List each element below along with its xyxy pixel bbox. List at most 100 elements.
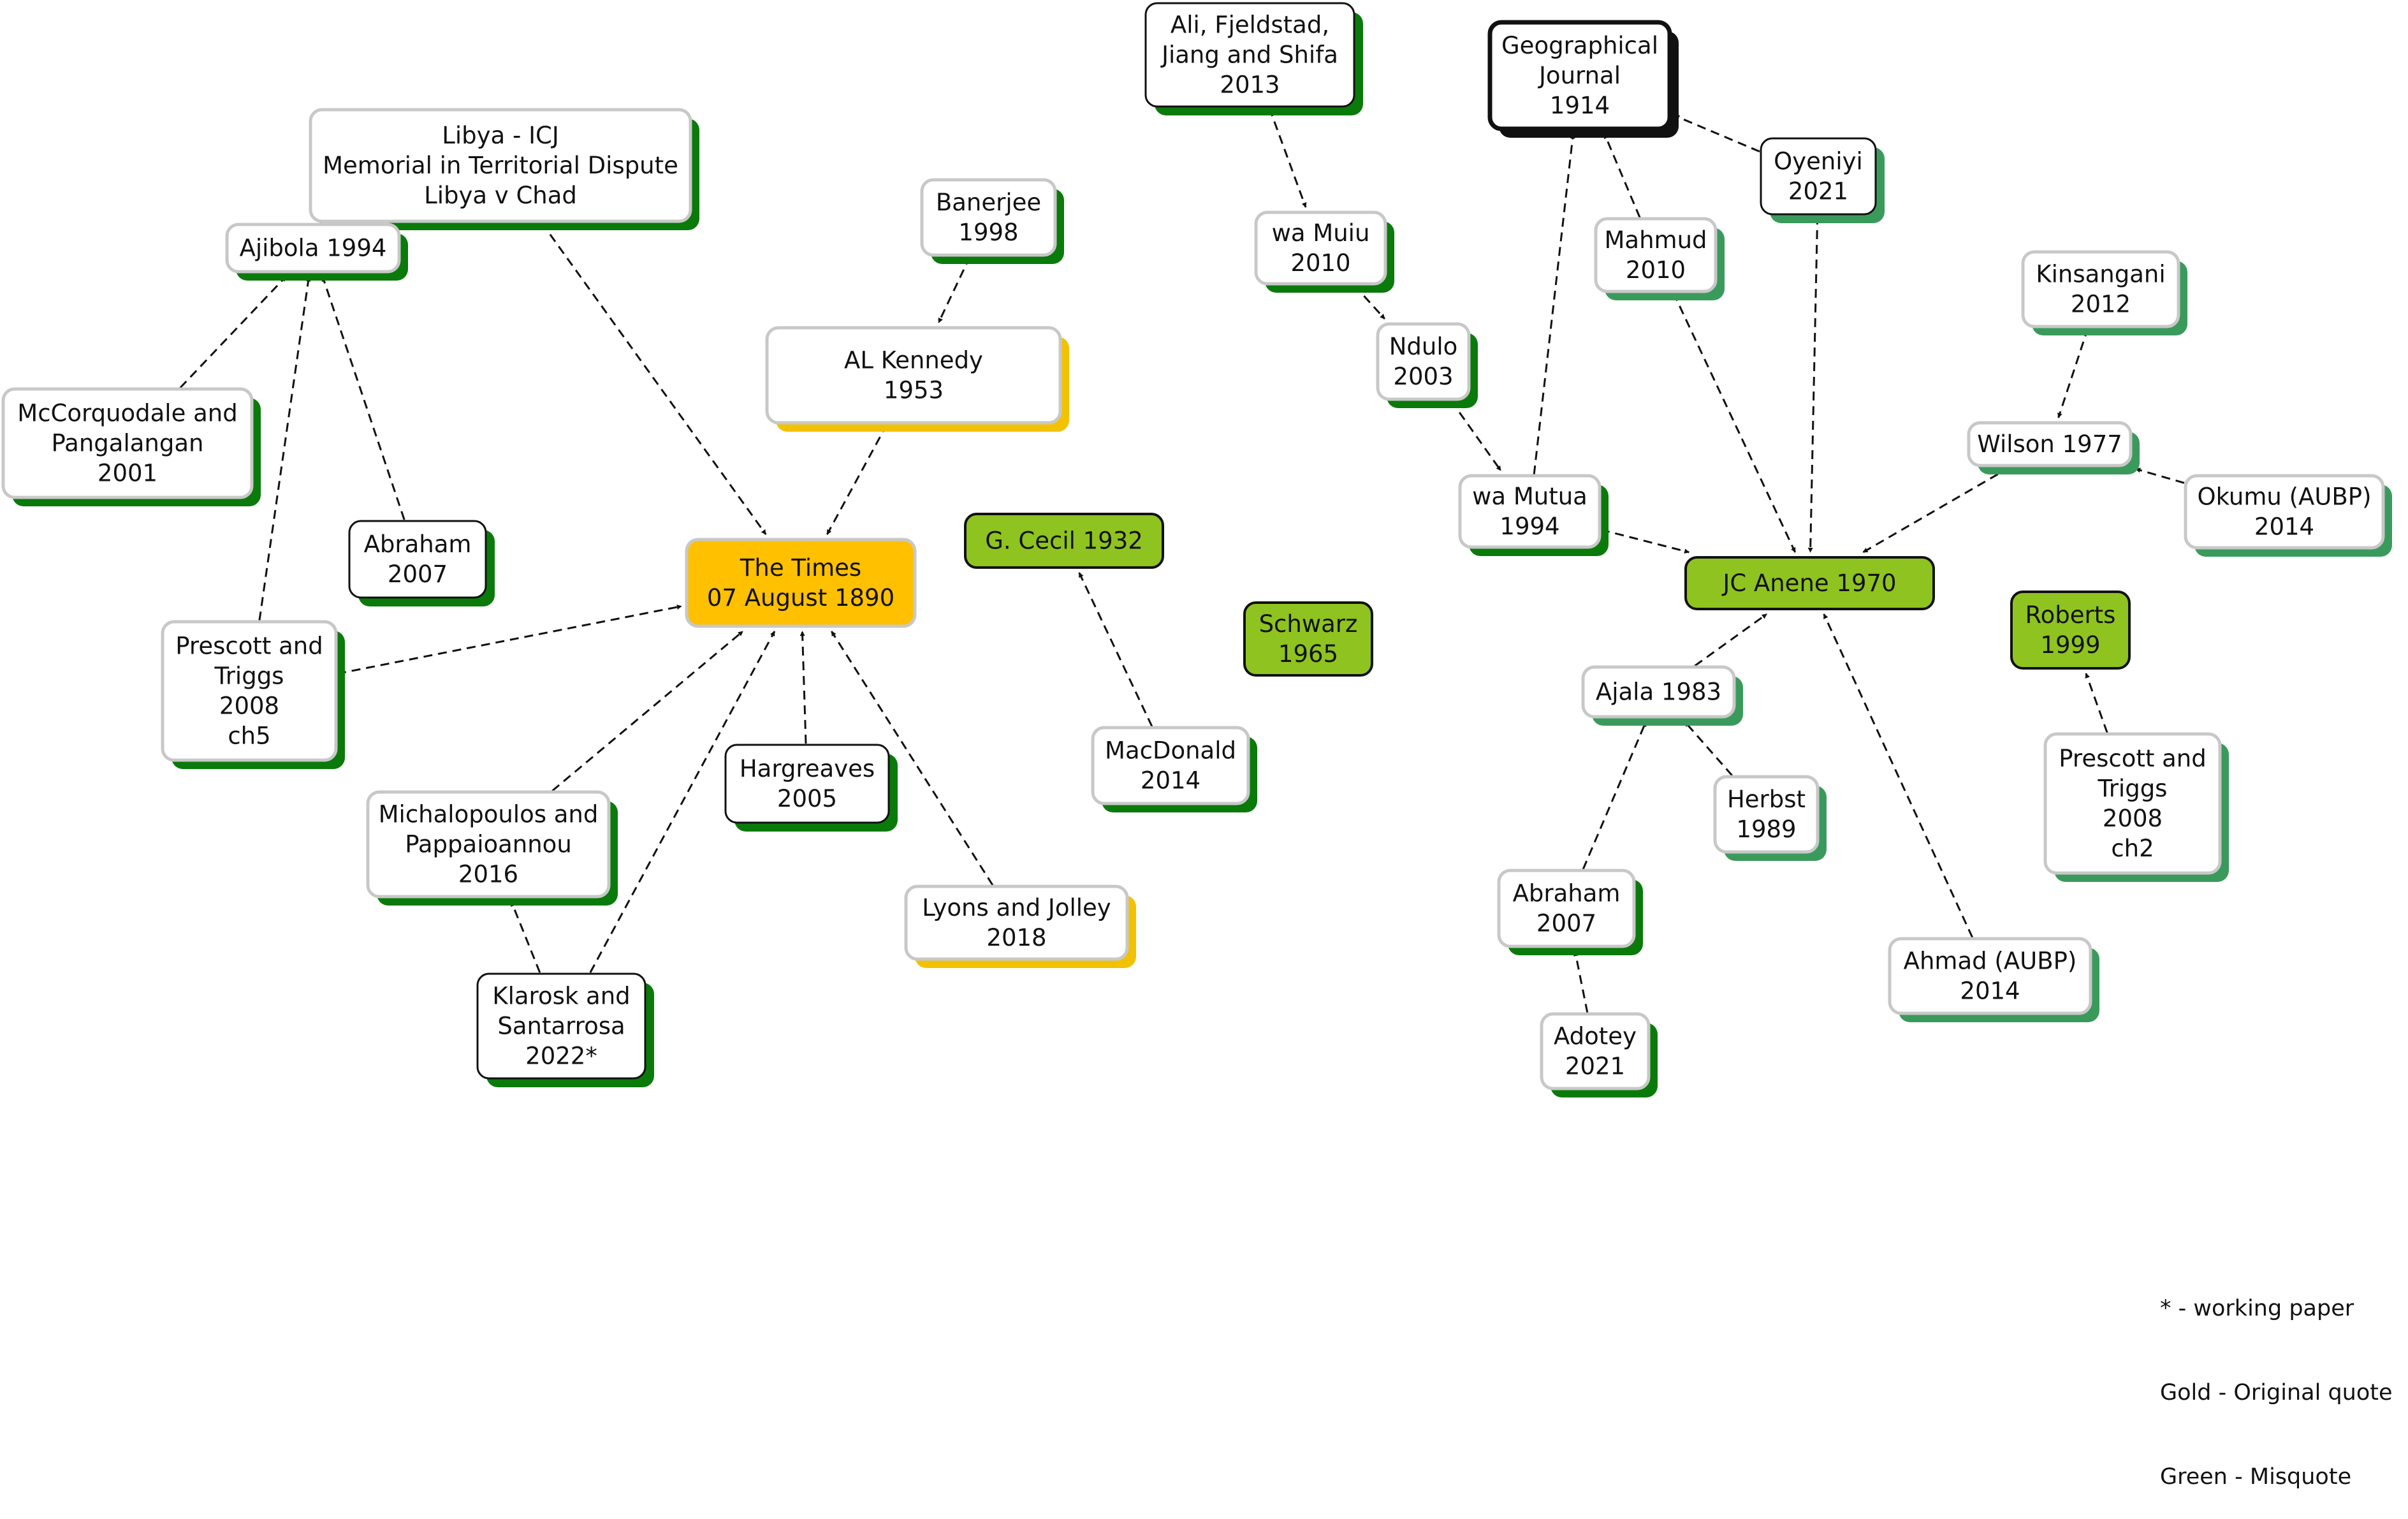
node-box [1376,322,1471,401]
edge-wilson-to-jc_anene [1862,466,2011,554]
node-label: 2021 [1565,1053,1625,1080]
node-label: 2021 [1788,178,1848,205]
node-box [1487,20,1672,131]
node-box [2010,591,2131,670]
node-label: 1965 [1278,640,1338,668]
edge-ndulo-to-wa_mutua [1450,400,1502,471]
node-label: 2007 [388,561,448,588]
node-label: ch2 [2111,835,2154,862]
node-label: AL Kennedy [844,347,983,374]
edge-klarosk-to-the_times [589,631,776,973]
node-label: Okumu (AUBP) [2197,483,2371,511]
node-kinsangani[interactable]: Kinsangani 2012 [2021,250,2187,335]
node-label: 2014 [1960,978,2020,1005]
node-ajibola[interactable]: Ajibola 1994 [225,223,408,281]
node-label: 2003 [1393,363,1453,390]
node-label: 2018 [986,924,1046,951]
node-okumu[interactable]: Okumu (AUBP)2014 [2184,474,2392,557]
node-label: Banerjee [936,189,1041,216]
edge-abraham_r-to-ajala [1582,721,1647,870]
edge-banerjee-to-al_kennedy [937,256,971,323]
node-label: Triggs [2098,775,2168,802]
node-ahmad[interactable]: Ahmad (AUBP)2014 [1888,937,2099,1022]
node-wilson[interactable]: Wilson 1977 [1967,421,2140,474]
node-box [161,620,338,762]
edge-wa_mutua-to-geo_journal [1533,133,1575,475]
legend-working-paper: * - working paper [2160,1296,2354,1321]
node-jc_anene[interactable]: JC Anene 1970 [1684,556,1935,610]
node-label: Herbst [1727,786,1806,813]
node-box [724,744,890,824]
legend: * - working paper Gold - Original quote … [2160,1238,2393,1519]
edge-michalopoulos-to-the_times [551,630,744,792]
node-label: 2001 [98,460,157,487]
node-label: Ali, Fjeldstad, [1171,11,1329,39]
node-label: wa Muiu [1272,219,1370,247]
node-ajala[interactable]: Ajala 1983 [1581,665,1743,726]
node-box [1684,556,1935,610]
node-label: Prescott and [2059,745,2206,772]
edge-mahmud-to-jc_anene [1672,292,1797,553]
node-label: 2014 [1141,767,1200,795]
node-label: Prescott and [175,633,323,660]
node-label: Geographical [1501,32,1658,59]
edge-ahmad-to-jc_anene [1823,613,1974,938]
node-label: 1953 [884,377,944,404]
node-label: 2010 [1290,249,1350,277]
node-label: Hargreaves [740,755,875,782]
node-box [1888,937,2092,1015]
node-label: Memorial in Territorial Dispute [323,152,678,179]
node-label: Klarosk and [492,983,630,1010]
node-label: Jiang and Shifa [1160,41,1338,69]
node-label: 2016 [458,861,518,888]
node-label: The Times [740,554,861,582]
node-box [309,108,692,223]
edge-oyeniyi-to-geo_journal [1674,115,1760,153]
node-g_cecil[interactable]: G. Cecil 1932 [964,513,1164,569]
node-box [685,538,917,628]
node-label: Schwarz [1259,610,1358,638]
node-label: 1994 [1500,513,1559,540]
node-box [1243,601,1373,677]
edge-oyeniyi-to-jc_anene [1807,215,1819,553]
node-al_kennedy[interactable]: AL Kennedy 1953 [765,326,1069,432]
node-label: 1914 [1550,92,1610,119]
node-label: Michalopoulos and [379,801,599,828]
node-box [1540,1012,1651,1090]
node-label: Pangalangan [52,430,204,457]
node-label: Libya - ICJ [442,122,558,149]
node-label: Kinsangani [2036,261,2165,288]
node-label: 2012 [2071,291,2131,318]
node-libya_icj[interactable]: Libya - ICJ Memorial in Territorial Dispu… [309,108,699,230]
node-box [1144,2,1355,108]
node-label: 07 August 1890 [707,584,894,612]
edge-libya_icj-to-the_times [541,222,767,535]
edge-ajala-to-jc_anene [1694,613,1767,667]
node-label: 2022* [525,1043,597,1070]
edge-wa_mutua-to-jc_anene [1600,529,1690,554]
node-label: Ajala 1983 [1596,679,1721,706]
